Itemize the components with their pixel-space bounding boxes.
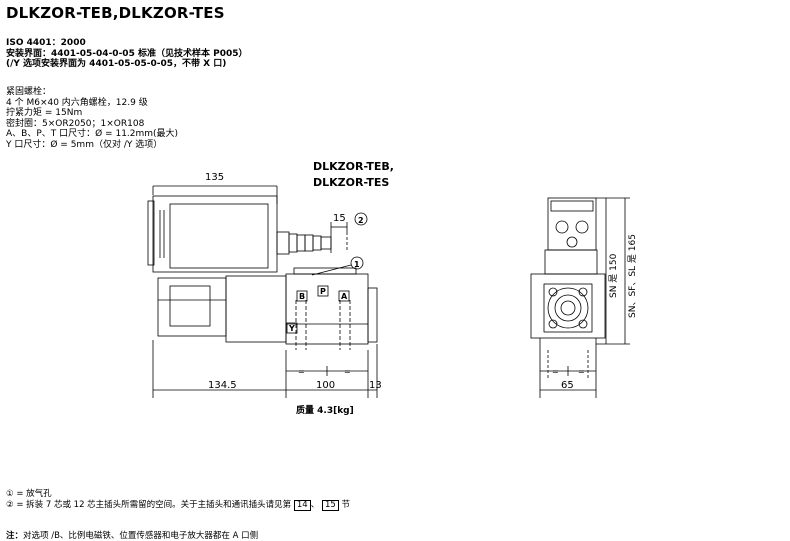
fixing-port-size: A、B、P、T 口尺寸：Ø = 11.2mm(最大) — [6, 129, 179, 139]
callout-1: 1 — [354, 260, 360, 269]
notes: ① = 放气孔 ② = 拆装 7 芯或 12 芯主插头所需留的空间。关于主插头和… — [6, 489, 350, 511]
footer-note: 注：对选项 /B、比例电磁铁、位置传感器和电子放大器都在 A 口侧 — [6, 529, 258, 541]
footer-label: 注： — [6, 531, 24, 541]
dim-sn-sf-sl-165: SN、SF、SL 是 165 — [627, 234, 638, 318]
note-2: ② = 拆装 7 芯或 12 芯主插头所需留的空间。关于主插头和通讯插头请见第 … — [6, 499, 350, 511]
spec-mounting: 安装界面：4401-05-04-0-05 标准（见技术样本 P005） — [6, 48, 248, 59]
fixing-seals: 密封圈：5×OR2050；1×OR108 — [6, 118, 145, 129]
dim-sn-150: SN 是 150 — [608, 253, 619, 298]
dim-134-5: 134.5 — [208, 380, 237, 391]
fixing-torque: 拧紧力矩 = 15Nm — [6, 108, 83, 118]
interface-spec: ISO 4401：2000 安装界面：4401-05-04-0-05 标准（见技… — [6, 38, 247, 70]
fixing-spec: 紧固螺栓： 4 个 M6×40 内六角螺栓，12.9 级 拧紧力矩 = 15Nm… — [6, 87, 178, 150]
dim-15: 15 — [333, 213, 346, 224]
note-2-suffix: 节 — [341, 499, 350, 510]
fixing-heading: 紧固螺栓： — [6, 87, 52, 97]
dim-eq-right: = — [344, 367, 351, 376]
dim-eq-left: = — [298, 367, 305, 376]
model-label-tes: DLKZOR-TES — [313, 176, 389, 189]
port-y-label: Y — [288, 324, 295, 333]
note-1: ① = 放气孔 — [6, 489, 52, 499]
port-a-label: A — [341, 292, 348, 301]
spec-standard: ISO 4401：2000 — [6, 38, 86, 48]
footer-text: 对选项 /B、比例电磁铁、位置传感器和电子放大器都在 A 口侧 — [23, 531, 259, 541]
fixing-bolts: 4 个 M6×40 内六角螺栓，12.9 级 — [6, 97, 148, 108]
spec-option-y: (/Y 选项安装界面为 4401-05-05-0-05，不带 X 口) — [6, 59, 227, 69]
model-label-teb: DLKZOR-TEB, — [313, 160, 394, 173]
port-p-label: P — [320, 287, 326, 296]
dim-65: 65 — [561, 380, 574, 391]
ref-section-15[interactable]: 15 — [321, 499, 339, 511]
note-2-text: ② = 拆装 7 芯或 12 芯主插头所需留的空间。关于主插头和通讯插头请见第 — [6, 499, 292, 510]
dim-eq-front-right: = — [578, 367, 585, 376]
mass-label: 质量 4.3[kg] — [296, 404, 354, 416]
fixing-y-port-size: Y 口尺寸：Ø = 5mm（仅对 /Y 选项） — [6, 139, 163, 150]
dim-13: 13 — [369, 380, 382, 391]
dim-eq-front-left: = — [552, 367, 559, 376]
page-title: DLKZOR-TEB,DLKZOR-TES — [6, 4, 225, 22]
callout-2: 2 — [358, 216, 364, 225]
port-b-label: B — [299, 292, 305, 301]
ref-section-14[interactable]: 14 — [293, 499, 311, 511]
note-2-separator: 、 — [310, 499, 320, 510]
dim-100: 100 — [316, 380, 335, 391]
dim-135: 135 — [205, 172, 224, 183]
